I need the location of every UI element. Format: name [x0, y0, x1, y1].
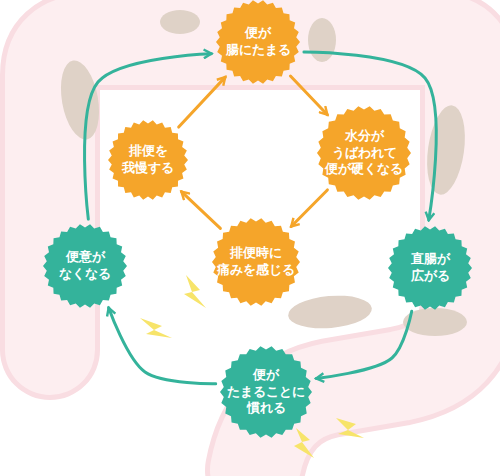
lightning-bolt: [336, 418, 364, 438]
node-label: 便が たまることに 慣れる: [227, 367, 305, 418]
orange-badge: 排便を 我慢する: [108, 120, 188, 200]
stool-blob: [308, 18, 336, 62]
teal-badge: 直腸が 広がる: [388, 226, 472, 310]
node-label: 排便時に 痛みを感じる: [217, 245, 295, 279]
node-label: 水分が うばわれて 便が硬くなる: [325, 128, 403, 179]
stool-blob: [160, 10, 200, 34]
orange-badge: 水分が うばわれて 便が硬くなる: [317, 106, 411, 200]
cycle-arrow: [316, 311, 412, 378]
cycle-arrow: [304, 52, 436, 220]
stool-blob: [287, 292, 373, 331]
lightning-bolt: [140, 318, 172, 338]
badge-fill: [388, 226, 472, 309]
node-label: 便意が なくなる: [59, 249, 111, 283]
lightning-bolt: [294, 428, 314, 458]
orange-badge: 便が 腸にたまる: [216, 0, 300, 84]
badge-fill: [220, 346, 312, 437]
badge-fill: [317, 106, 411, 199]
cycle-arrow: [291, 190, 327, 227]
orange-badge: 排便時に 痛みを感じる: [212, 218, 300, 306]
stool-blob: [55, 57, 104, 142]
node-label: 便が 腸にたまる: [226, 25, 291, 59]
cycle-arrow: [85, 54, 212, 219]
cycle-arrow: [181, 192, 220, 229]
badge-fill: [216, 0, 300, 83]
teal-badge: 便意が なくなる: [43, 224, 127, 308]
teal-badge: 便が たまることに 慣れる: [220, 346, 312, 438]
badge-fill: [108, 120, 188, 199]
cycle-arrow: [290, 76, 327, 115]
cycle-arrow: [109, 308, 216, 384]
node-label: 排便を 我慢する: [122, 143, 174, 177]
node-label: 直腸が 広がる: [411, 251, 450, 285]
stool-blob: [422, 103, 470, 197]
cycle-arrow: [179, 77, 226, 127]
lightning-bolt: [184, 275, 206, 308]
badge-fill: [212, 218, 300, 305]
badge-fill: [43, 224, 127, 307]
